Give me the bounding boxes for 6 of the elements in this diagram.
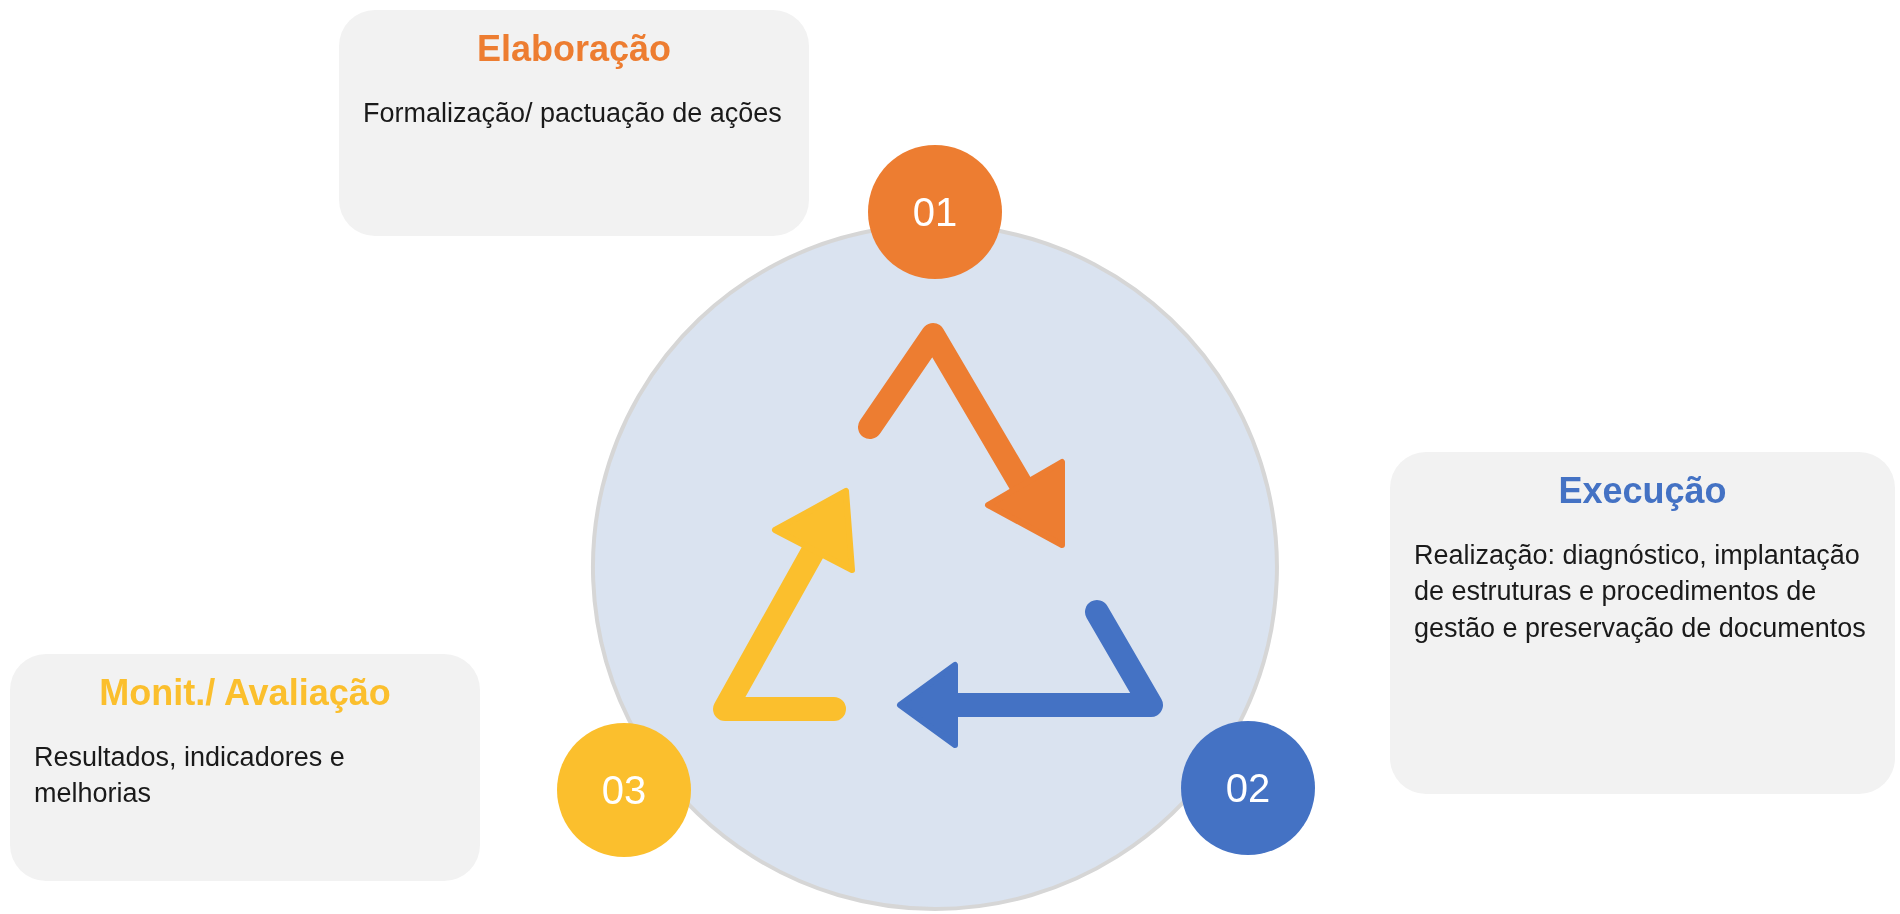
stage-heading: Elaboração	[475, 27, 673, 71]
stage-description: Resultados, indicadores e melhorias	[34, 741, 346, 811]
stage-description: Formalização/ pactuação de ações	[363, 97, 783, 130]
stage-heading: Monit./ Avaliação	[98, 671, 392, 715]
stage-description: Realização: diagnóstico, implantação de estruturas e procedimentos de gestão e preservação de documentos	[1414, 539, 1867, 645]
stage-heading: Execução	[1557, 469, 1728, 513]
